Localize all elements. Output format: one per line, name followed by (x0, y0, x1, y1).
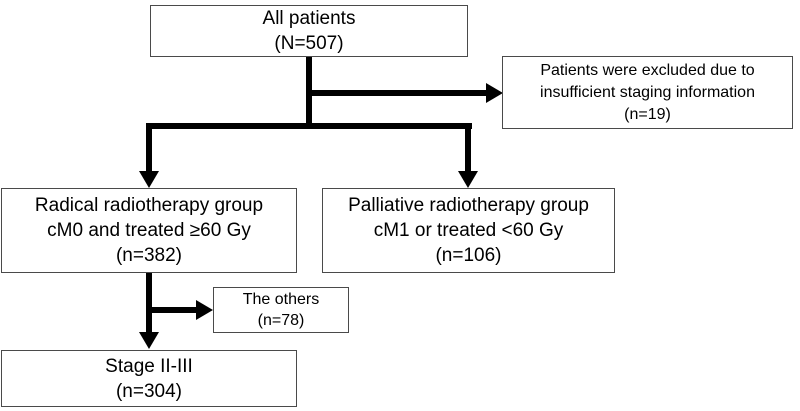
others-label: The others (242, 291, 320, 308)
box-all-patients: All patients (N=507) (150, 5, 468, 57)
connector-to-others (146, 307, 198, 313)
arrowhead-down-stage-icon (139, 332, 159, 349)
box-stage: Stage II-III (n=304) (1, 350, 297, 407)
box-palliative-group: Palliative radiotherapy group cM1 or tre… (322, 188, 615, 273)
box-radical-group: Radical radiotherapy group cM0 and treat… (1, 188, 297, 273)
palliative-label: Palliative radiotherapy group (348, 195, 589, 216)
arrowhead-right-others-icon (196, 300, 213, 320)
arrowhead-down-palliative-icon (458, 171, 478, 188)
arrowhead-down-radical-icon (139, 171, 159, 188)
radical-count: (n=382) (115, 245, 183, 266)
radical-label: Radical radiotherapy group (34, 195, 264, 216)
all-patients-label: All patients (262, 8, 356, 29)
stage-count: (n=304) (115, 380, 183, 402)
palliative-criteria: cM1 or treated <60 Gy (373, 220, 564, 241)
connector-to-excluded (306, 90, 488, 96)
stage-label: Stage II-III (105, 355, 193, 377)
all-patients-count: (N=507) (274, 33, 344, 54)
excluded-count: (n=19) (624, 105, 671, 123)
connector-drop-palliative (465, 123, 471, 173)
excluded-label-line1: Patients were excluded due to (540, 61, 755, 79)
connector-drop-radical (146, 123, 152, 173)
radical-criteria: cM0 and treated ≥60 Gy (47, 220, 251, 241)
arrowhead-right-excluded-icon (486, 83, 503, 103)
box-others: The others (n=78) (213, 287, 349, 333)
others-count: (n=78) (257, 312, 305, 329)
connector-branch-horizontal (147, 123, 472, 129)
box-excluded: Patients were excluded due to insufficie… (502, 56, 793, 129)
palliative-count: (n=106) (435, 245, 502, 266)
connector-radical-to-stage (146, 273, 152, 333)
excluded-label-line2: insufficient staging information (540, 83, 755, 101)
